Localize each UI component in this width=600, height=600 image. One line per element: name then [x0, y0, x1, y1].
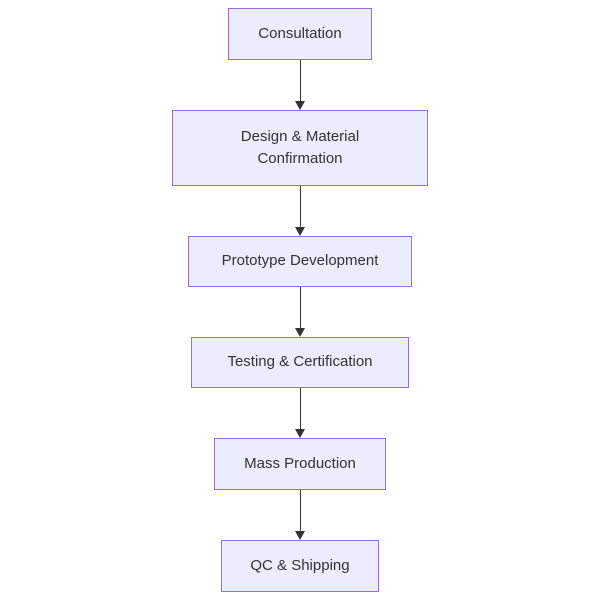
flow-node-label: Mass Production: [244, 454, 356, 472]
flow-arrow: [294, 490, 306, 540]
arrowhead-down-icon: [295, 531, 305, 540]
flow-node-label: QC & Shipping: [250, 556, 350, 574]
flow-node-label: Design & Material Confirmation: [240, 127, 360, 168]
flow-arrow: [294, 186, 306, 236]
arrowhead-down-icon: [295, 227, 305, 236]
arrow-shaft: [299, 60, 301, 101]
arrowhead-down-icon: [295, 328, 305, 337]
flow-node-label: Prototype Development: [221, 252, 379, 270]
flow-node-prototype-development: Prototype Development: [188, 236, 412, 287]
arrow-shaft: [299, 287, 301, 328]
arrow-shaft: [299, 490, 301, 531]
flow-arrow: [294, 388, 306, 438]
arrowhead-down-icon: [295, 429, 305, 438]
arrow-shaft: [299, 186, 301, 227]
flow-node-qc-shipping: QC & Shipping: [221, 540, 379, 592]
flow-node-design-material-confirmation: Design & Material Confirmation: [172, 110, 428, 186]
flow-node-label: Consultation: [258, 24, 342, 42]
flow-node-mass-production: Mass Production: [214, 438, 386, 490]
flow-node-testing-certification: Testing & Certification: [191, 337, 409, 388]
arrowhead-down-icon: [295, 101, 305, 110]
flow-arrow: [294, 60, 306, 110]
flow-arrow: [294, 287, 306, 337]
flow-node-label: Testing & Certification: [227, 353, 373, 371]
flow-node-consultation: Consultation: [228, 8, 372, 60]
arrow-shaft: [299, 388, 301, 429]
